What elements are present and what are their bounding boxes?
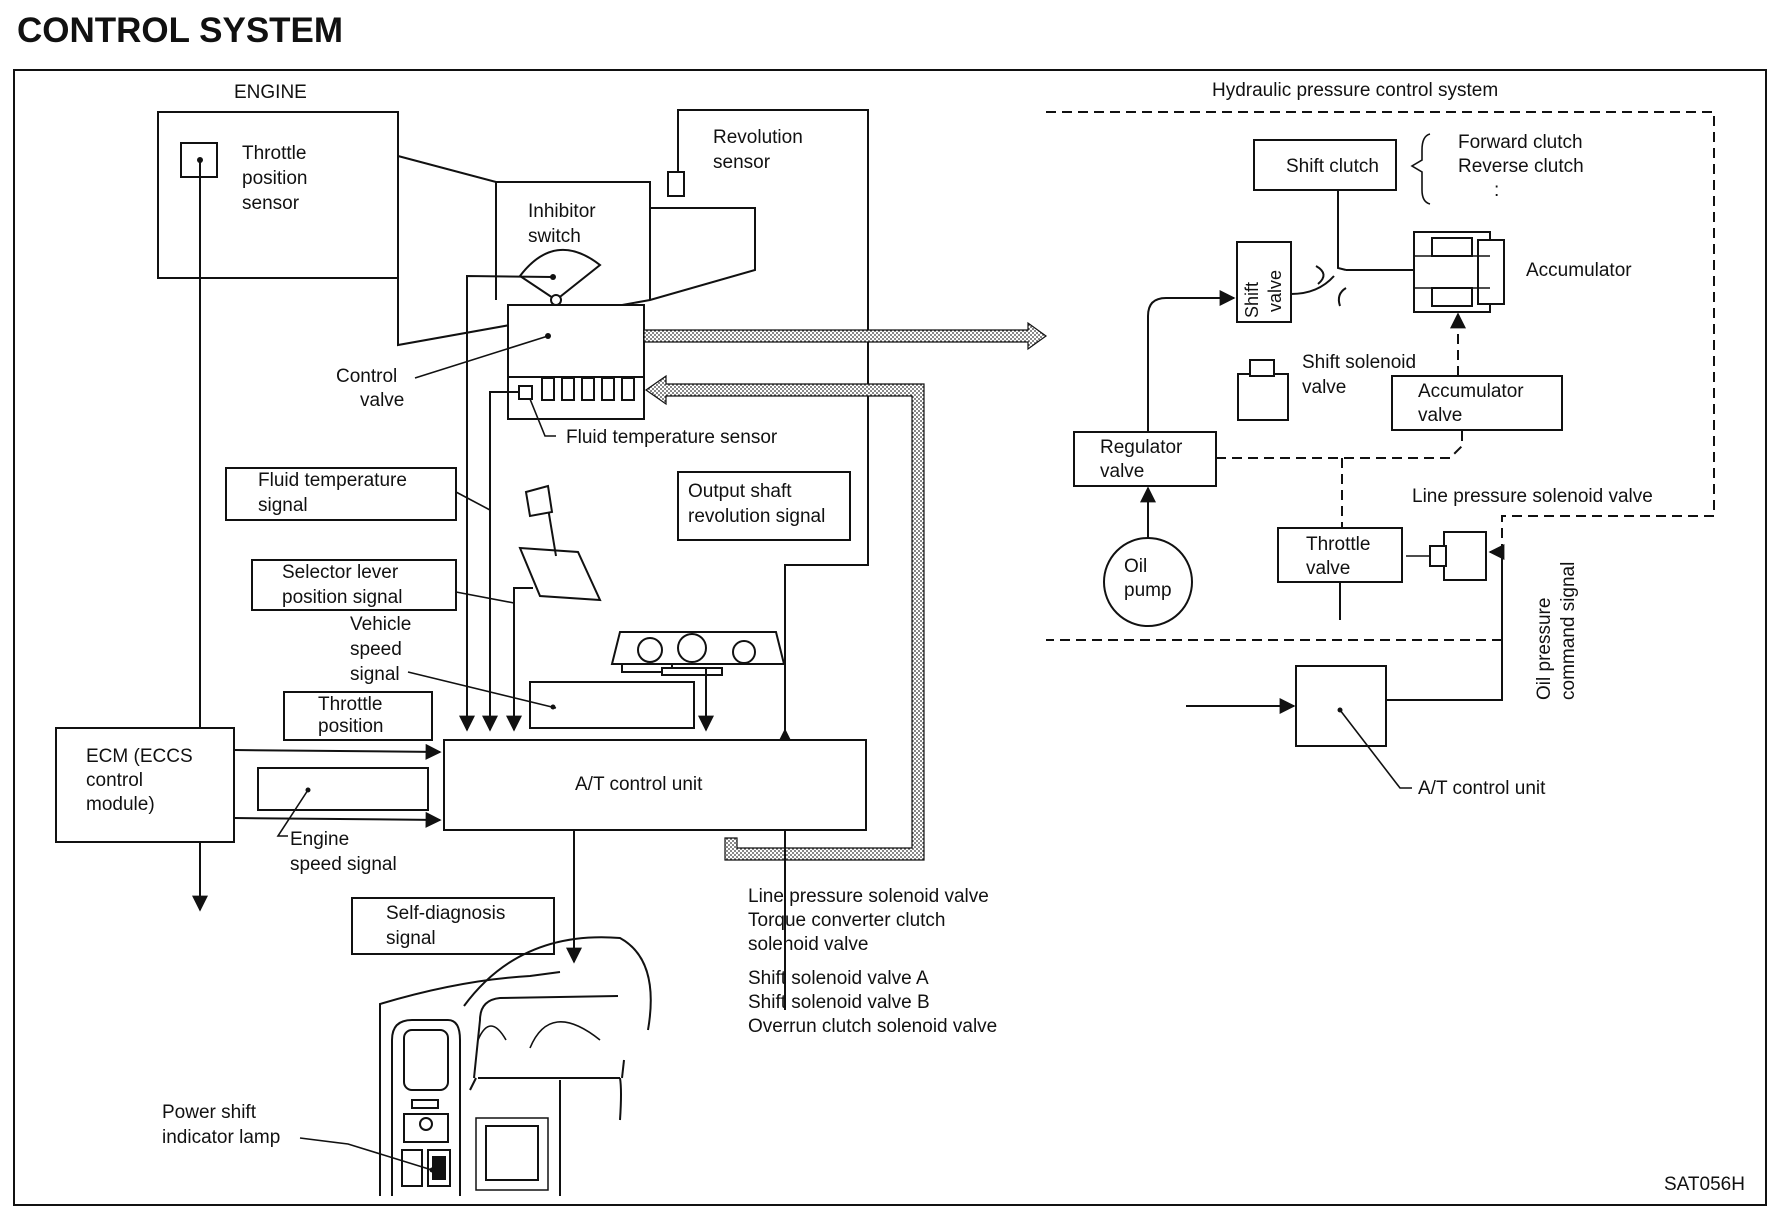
diagram-frame — [13, 69, 1767, 1206]
engine-speed-signal-label: Engine speed signal — [290, 829, 397, 875]
solenoid-icons — [541, 377, 635, 401]
selector-lever-signal-label: Selector lever position signal — [282, 562, 403, 608]
shift-clutch-label: Shift clutch — [1286, 156, 1379, 177]
shift-valve-box — [1236, 241, 1292, 323]
selector-lever-signal-box — [251, 559, 457, 611]
inhibitor-switch-label: Inhibitor switch — [528, 201, 601, 247]
self-diagnosis-signal-box — [351, 897, 555, 955]
engine-speed-line — [233, 811, 442, 828]
control-valve-leader — [414, 335, 549, 379]
shift-solenoid-icon — [1237, 373, 1289, 421]
solenoid-command-arrow — [644, 374, 925, 861]
oil-pressure-command-signal-label: Oil pressure command signal — [1534, 562, 1579, 700]
line-pressure-solenoid-valve-label: Line pressure solenoid valve — [1412, 486, 1653, 507]
instrument-cluster-icon — [610, 631, 786, 676]
fluid-temperature-sensor-label: Fluid temperature sensor — [566, 427, 778, 448]
accumulator-label: Accumulator — [1526, 260, 1632, 281]
hydraulic-system-label: Hydraulic pressure control system — [1212, 80, 1498, 101]
selector-signal-line — [506, 587, 533, 732]
line-pressure-path — [1147, 290, 1236, 432]
dashboard-illustration — [379, 936, 652, 1196]
output-shaft-signal-label: Output shaft revolution signal — [688, 481, 825, 527]
at-control-unit-box — [443, 739, 867, 831]
fluid-temperature-signal-label: Fluid temperature signal — [258, 470, 412, 516]
at-control-unit-label: A/T control unit — [575, 774, 703, 795]
at-control-unit-right-box — [1295, 665, 1387, 747]
ecm-box — [55, 727, 235, 843]
control-valve-label: Control valve — [336, 366, 404, 411]
oil-pressure-command-line — [1386, 544, 1505, 701]
throttle-position-label: Throttle position — [318, 694, 388, 737]
fluid-temp-sensor-icon — [518, 385, 533, 400]
hydraulic-system-boundary — [1046, 111, 1715, 641]
accumulator-valve-box — [1391, 375, 1563, 431]
throttle-position-box — [283, 691, 433, 741]
vehicle-speed-display-box — [529, 681, 695, 729]
engine-speed-signal-box — [257, 767, 429, 811]
self-diagnosis-signal-label: Self-diagnosis signal — [386, 903, 511, 949]
transmission-housing — [397, 154, 756, 347]
throttle-valve-label: Throttle valve — [1306, 534, 1376, 579]
shift-valve-label: Shift — [1242, 282, 1262, 318]
selector-lever-icon — [518, 484, 602, 602]
inhibitor-signal-line — [459, 274, 554, 732]
line-pressure-solenoid-icon — [1443, 531, 1487, 581]
regulator-valve-label: Regulator valve — [1100, 437, 1188, 482]
figure-code: SAT056H — [1664, 1174, 1745, 1195]
hydraulic-flow-arrow — [643, 321, 1048, 351]
clutch-brace — [1410, 133, 1431, 205]
revolution-sensor-icon — [667, 171, 685, 197]
revolution-sensor-label: Revolution sensor — [713, 127, 808, 173]
shift-valve-label-2: valve — [1265, 270, 1285, 312]
ecm-label: ECM (ECCS control module) — [86, 746, 198, 815]
oil-pump-label: Oil pump — [1124, 556, 1172, 601]
regulator-pressure-line — [1216, 430, 1463, 459]
shift-clutch-box — [1253, 139, 1397, 191]
clutch-list: Forward clutch Reverse clutch : — [1458, 132, 1589, 201]
output-shaft-signal-box — [677, 471, 851, 541]
solenoid-list-2: Shift solenoid valve A Shift solenoid va… — [748, 968, 997, 1037]
control-valve-body — [507, 304, 645, 378]
solenoid-list-1: Line pressure solenoid valve Torque conv… — [748, 886, 994, 955]
power-shift-indicator-lamp-label: Power shift indicator lamp — [162, 1102, 280, 1148]
vehicle-speed-signal-label: Vehicle speed signal — [350, 614, 417, 685]
engine-block — [157, 111, 399, 279]
engine-label: ENGINE — [234, 82, 307, 103]
fluid-temp-line — [482, 391, 519, 732]
throttle-valve-box — [1277, 527, 1403, 583]
page-title: CONTROL SYSTEM — [17, 11, 343, 50]
inhibitor-switch-icon — [518, 248, 602, 302]
fluid-temperature-signal-box — [225, 467, 457, 521]
throttle-position-line — [233, 743, 442, 760]
accumulator-valve-label: Accumulator valve — [1418, 381, 1529, 426]
throttle-position-sensor-label: Throttle position sensor — [242, 143, 313, 214]
shift-solenoid-valve-label: Shift solenoid valve — [1302, 352, 1421, 398]
regulator-valve-box — [1073, 431, 1217, 487]
accumulator-icon — [1413, 231, 1505, 313]
at-control-unit-right-label: A/T control unit — [1418, 778, 1546, 799]
